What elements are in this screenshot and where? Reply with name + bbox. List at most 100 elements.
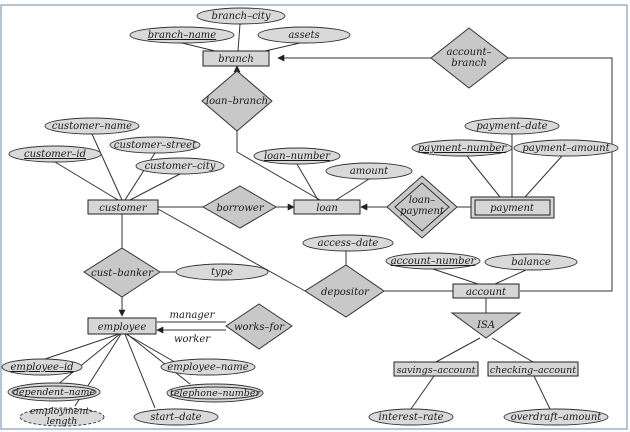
- entity-loan: loan: [293, 199, 361, 215]
- relationship-borrower-label: borrower: [216, 203, 264, 214]
- entity-loan-label: loan: [316, 203, 338, 214]
- attribute-customer-name: customer–name: [44, 117, 140, 135]
- entity-checking-account-label: checking–account: [490, 365, 576, 376]
- attribute-employment-length-label-line1: employment–: [30, 406, 94, 417]
- edge-overdraft-amount: [533, 375, 551, 410]
- isa-label: ISA: [476, 320, 495, 331]
- entity-branch: branch: [202, 50, 270, 67]
- edge-assets: [264, 42, 301, 52]
- edge-depositor-to-customer: [157, 208, 306, 292]
- relationship-loan-payment-label-line1: loan–: [409, 195, 436, 206]
- attribute-employment-length-label-line2: length: [47, 416, 78, 427]
- relationship-loan-payment: loan– payment: [386, 175, 458, 239]
- entity-payment: payment: [470, 196, 555, 219]
- attribute-payment-date-label: payment–date: [476, 121, 547, 132]
- attribute-overdraft-amount: overdraft–amount: [503, 408, 609, 426]
- role-worker-label: worker: [174, 334, 211, 345]
- attribute-employee-id-label: employee–id: [10, 362, 73, 373]
- attribute-account-number: account–number: [385, 252, 481, 270]
- attribute-employee-id: employee–id: [1, 358, 83, 376]
- relationship-cust-banker: cust–banker: [83, 247, 161, 298]
- attribute-start-date-label: start–date: [150, 412, 201, 423]
- attribute-branch-name: branch–name: [129, 26, 235, 44]
- relationship-loan-payment-label-line2: payment: [400, 206, 445, 217]
- edge-employee-id: [44, 333, 120, 360]
- isa-specialization: ISA: [450, 312, 522, 339]
- edge-dependent-name: [56, 333, 121, 386]
- attribute-customer-city: customer–city: [135, 157, 225, 175]
- attribute-payment-amount: payment–amount: [513, 139, 619, 157]
- attribute-customer-id-label: customer–id: [24, 149, 86, 160]
- attribute-payment-amount-label: payment–amount: [522, 143, 610, 154]
- attribute-branch-name-label: branch–name: [148, 30, 217, 41]
- role-manager-label: manager: [170, 310, 216, 321]
- attribute-loan-number-label: loan–number: [264, 151, 331, 162]
- attribute-type-label: type: [211, 267, 233, 278]
- attribute-branch-city-label: branch–city: [211, 11, 270, 22]
- attribute-overdraft-amount-label: overdraft–amount: [511, 412, 603, 423]
- attribute-customer-street: customer–street: [109, 136, 201, 154]
- entity-employee: employee: [87, 317, 157, 335]
- relationship-cust-banker-label: cust–banker: [91, 268, 154, 279]
- edge-customer-name: [91, 133, 123, 201]
- relationship-account-branch: account– branch: [430, 27, 509, 89]
- edge-branch-name: [181, 42, 216, 52]
- edge-interest-rate: [410, 375, 435, 410]
- attribute-assets-label: assets: [288, 30, 319, 41]
- attribute-account-number-label: account–number: [391, 256, 477, 267]
- attribute-access-date-label: access–date: [318, 238, 379, 249]
- attribute-amount: amount: [325, 162, 413, 180]
- entity-account: account: [452, 283, 520, 299]
- attribute-interest-rate: interest–rate: [368, 408, 454, 426]
- attribute-telephone-number: telephone–number: [166, 383, 264, 403]
- entity-savings-account-label: savings–account: [397, 365, 476, 376]
- attribute-interest-rate-label: interest–rate: [378, 412, 443, 423]
- edge-loan-number: [296, 163, 319, 201]
- attribute-customer-name-label: customer–name: [52, 121, 132, 132]
- attribute-type: type: [175, 263, 269, 281]
- relationship-account-branch-label-line2: branch: [451, 58, 487, 69]
- edge-employee-name: [125, 333, 181, 366]
- edge-payment-amount: [524, 155, 563, 198]
- edge-branch-city: [237, 23, 241, 52]
- relationship-works-for: works–for: [225, 303, 293, 350]
- edge-customer-city: [129, 173, 181, 201]
- entity-savings-account: savings–account: [393, 361, 479, 377]
- edge-account-number: [432, 268, 479, 285]
- entity-payment-label: payment: [490, 203, 535, 214]
- attribute-payment-date: payment–date: [464, 117, 560, 135]
- edge-customer-id: [54, 161, 119, 201]
- attribute-employee-name: employee–name: [160, 358, 256, 376]
- relationship-account-branch-label-line1: account–: [446, 47, 491, 58]
- edge-isa-to-savings: [435, 337, 481, 363]
- entity-customer: customer: [87, 199, 159, 215]
- attribute-dependent-name: dependent–name: [7, 382, 101, 402]
- attribute-access-date: access–date: [302, 234, 394, 252]
- attribute-employee-name-label: employee–name: [167, 362, 248, 373]
- relationship-depositor-label: depositor: [321, 287, 370, 298]
- attribute-payment-number: payment–number: [411, 139, 513, 157]
- relationship-borrower: borrower: [201, 185, 277, 229]
- relationship-works-for-label: works–for: [234, 322, 285, 333]
- edge-balance: [494, 269, 527, 285]
- edge-isa-to-checking: [491, 337, 534, 363]
- entity-checking-account: checking–account: [487, 361, 579, 377]
- relationship-depositor: depositor: [304, 264, 385, 318]
- entity-account-label: account: [466, 287, 507, 298]
- edge-telephone-number: [126, 333, 191, 385]
- attribute-customer-city-label: customer–city: [145, 161, 216, 172]
- edge-start-date: [124, 333, 156, 409]
- entity-employee-label: employee: [98, 322, 147, 333]
- attribute-employment-length: employment– length: [19, 406, 105, 427]
- attribute-payment-number-label: payment–number: [418, 143, 508, 154]
- relationship-loan-branch: loan–branch: [201, 70, 273, 132]
- attribute-telephone-number-label: telephone–number: [170, 388, 261, 399]
- attribute-customer-id: customer–id: [8, 145, 102, 163]
- attribute-amount-label: amount: [350, 166, 389, 177]
- entity-customer-label: customer: [99, 203, 148, 214]
- relationship-loan-branch-label: loan–branch: [206, 96, 268, 107]
- edge-payment-number: [466, 155, 501, 198]
- edge-loan-branch-to-loan: [236, 131, 321, 201]
- attribute-branch-city: branch–city: [196, 7, 286, 25]
